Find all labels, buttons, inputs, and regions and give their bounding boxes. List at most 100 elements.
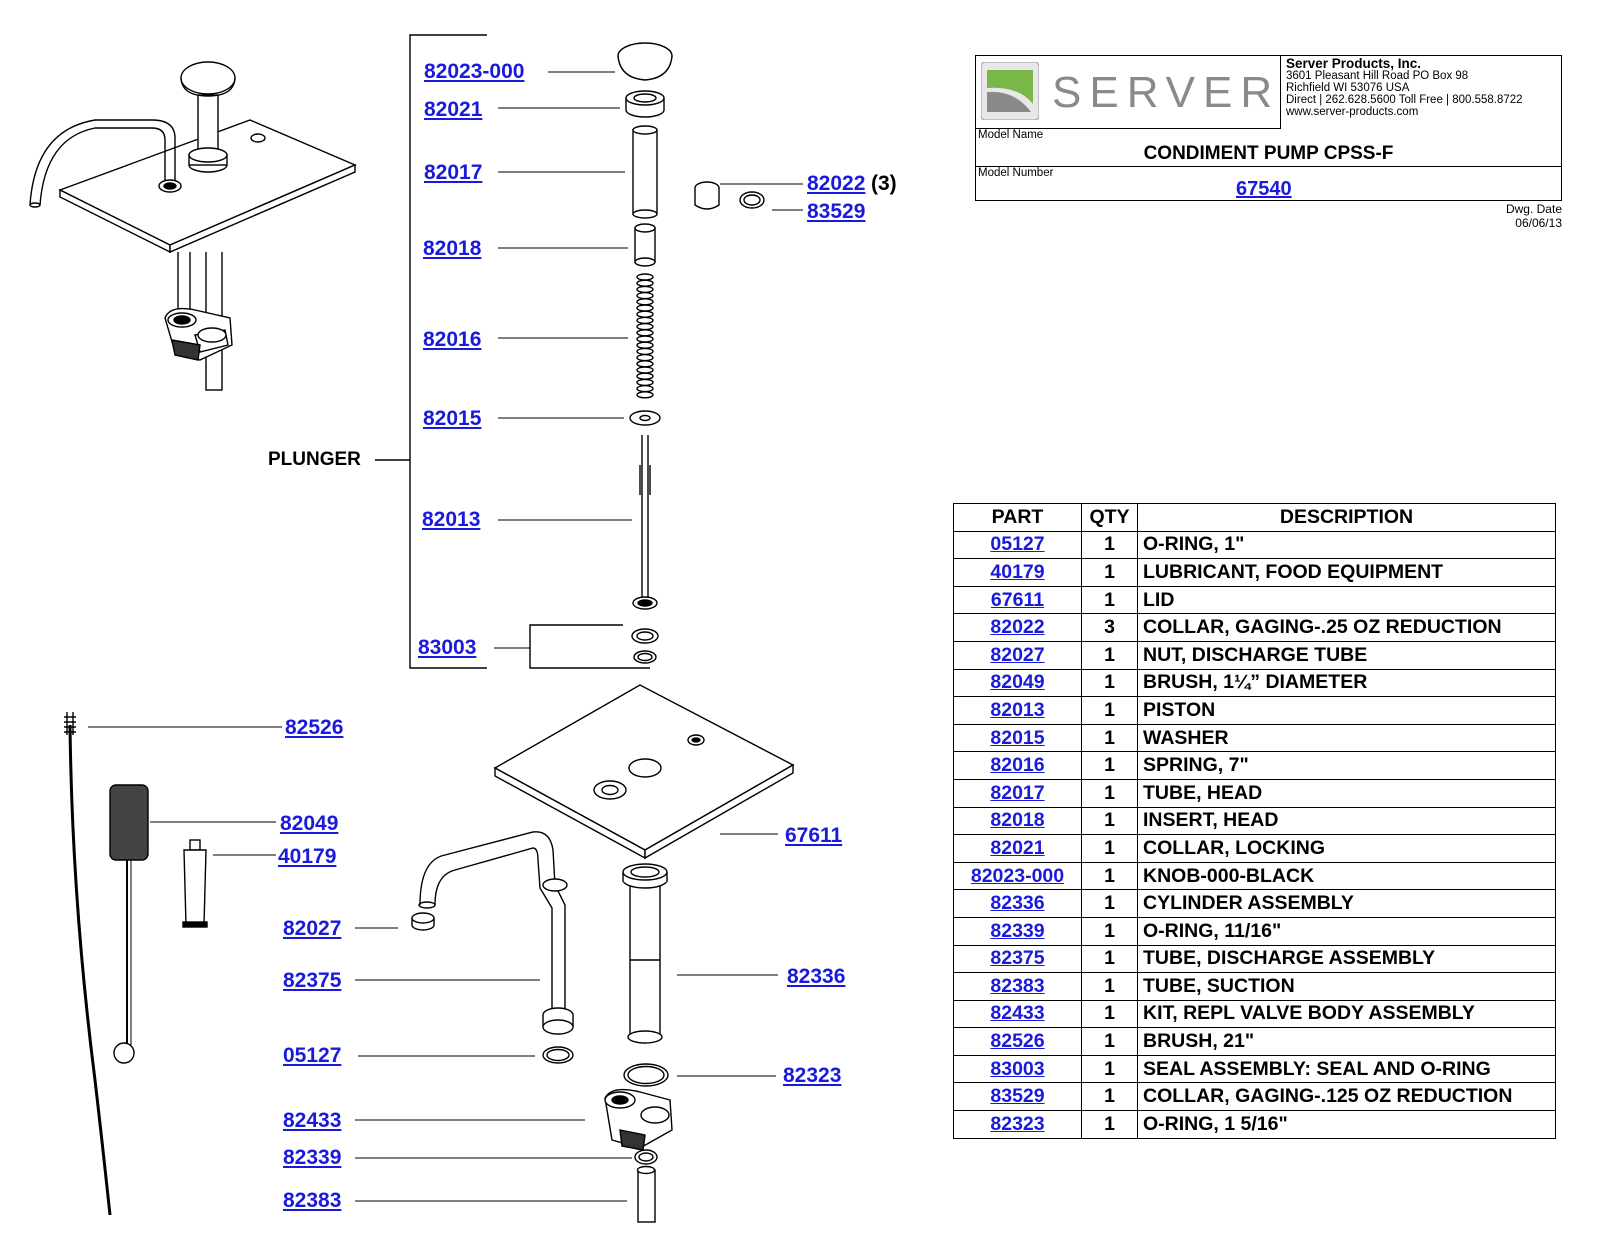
part-number-cell: 82023-000 [953, 861, 1082, 891]
description-cell: TUBE, HEAD [1137, 778, 1556, 808]
callout-83003[interactable]: 83003 [418, 636, 477, 659]
part-number-link[interactable]: 82016 [990, 754, 1045, 777]
part-number-link[interactable]: 82018 [990, 809, 1045, 832]
part-number-link[interactable]: 82013 [990, 698, 1045, 721]
part-number-link[interactable]: 82375 [990, 947, 1045, 970]
description-cell: KIT, REPL VALVE BODY ASSEMBLY [1137, 999, 1556, 1029]
description-cell: COLLAR, LOCKING [1137, 834, 1556, 863]
company-address-2: Richfield WI 53076 USA [1286, 82, 1410, 94]
part-number-link[interactable]: 82027 [990, 643, 1045, 666]
callout-82375[interactable]: 82375 [283, 969, 342, 992]
part-number-link[interactable]: 67611 [990, 588, 1045, 611]
callout-82023-000[interactable]: 82023-000 [424, 60, 525, 83]
model-number-link[interactable]: 67540 [1236, 178, 1292, 200]
qty-cell: 1 [1081, 558, 1138, 587]
model-number-label: Model Number [978, 167, 1054, 179]
callout-82022[interactable]: 82022 [807, 172, 866, 195]
callout-40179[interactable]: 40179 [278, 845, 337, 868]
callout-82018[interactable]: 82018 [423, 237, 482, 260]
drawing-date-label: Dwg. Date [1505, 202, 1562, 216]
callout-82383[interactable]: 82383 [283, 1189, 342, 1212]
callout-82339[interactable]: 82339 [283, 1146, 342, 1169]
description-cell: O-RING, 11/16" [1137, 916, 1556, 946]
part-number-link[interactable]: 82022 [990, 616, 1045, 639]
model-name-row: Model Name CONDIMENT PUMP CPSS-F [976, 129, 1561, 167]
callout-82017[interactable]: 82017 [424, 161, 483, 184]
part-number-link[interactable]: 82339 [990, 919, 1045, 942]
part-number-link[interactable]: 82049 [990, 671, 1045, 694]
part-number-link[interactable]: 82023-000 [970, 864, 1065, 887]
callout-82336[interactable]: 82336 [787, 965, 846, 988]
callout-82323[interactable]: 82323 [783, 1064, 842, 1087]
part-number-link[interactable]: 82336 [990, 892, 1045, 915]
description-cell: NUT, DISCHARGE TUBE [1137, 640, 1556, 670]
part-number-cell: 82433 [953, 999, 1082, 1029]
brand-logo-cell: SERVER [976, 56, 1281, 129]
part-number-link[interactable]: 83003 [990, 1057, 1045, 1080]
callout-82015[interactable]: 82015 [423, 407, 482, 430]
qty-cell: 1 [1081, 999, 1138, 1029]
part-number-cell: 82526 [953, 1027, 1082, 1056]
qty-cell: 1 [1081, 834, 1138, 863]
callout-82027[interactable]: 82027 [283, 917, 342, 940]
description-cell: COLLAR, GAGING-.125 OZ REDUCTION [1137, 1082, 1556, 1112]
part-number-link[interactable]: 82015 [990, 726, 1045, 749]
callout-82013[interactable]: 82013 [422, 508, 481, 531]
description-cell: BRUSH, 1¼” DIAMETER [1137, 668, 1556, 698]
model-name-value: CONDIMENT PUMP CPSS-F [1143, 143, 1394, 164]
part-number-cell: 82027 [953, 640, 1082, 670]
qty-cell: 1 [1081, 723, 1138, 753]
description-cell: TUBE, DISCHARGE ASSEMBLY [1137, 944, 1556, 974]
callout-05127[interactable]: 05127 [283, 1044, 342, 1067]
brush-21-illustration [64, 712, 112, 1216]
callout-82433[interactable]: 82433 [283, 1109, 342, 1132]
description-cell: SEAL ASSEMBLY: SEAL AND O-RING [1137, 1054, 1556, 1084]
part-number-link[interactable]: 40179 [990, 560, 1045, 583]
part-number-link[interactable]: 82383 [990, 974, 1045, 997]
part-number-link[interactable]: 82021 [990, 836, 1045, 859]
callout-83529[interactable]: 83529 [807, 200, 866, 223]
title-block: SERVER Server Products, Inc. 3601 Pleasa… [975, 55, 1562, 201]
plunger-bracket [409, 34, 487, 669]
callout-82526[interactable]: 82526 [285, 716, 344, 739]
part-number-link[interactable]: 82433 [990, 1002, 1045, 1025]
callout-67611[interactable]: 67611 [785, 824, 843, 847]
part-number-cell: 82017 [953, 778, 1082, 808]
part-number-cell: 82015 [953, 723, 1082, 753]
callout-82016[interactable]: 82016 [423, 328, 482, 351]
assembled-pump-illustration [29, 61, 357, 391]
qty-cell: 3 [1081, 613, 1138, 642]
callout-82049[interactable]: 82049 [280, 812, 339, 835]
company-website: www.server-products.com [1286, 106, 1419, 118]
callout-82022-qty: (3) [871, 172, 897, 195]
qty-cell: 1 [1081, 530, 1138, 560]
part-number-link[interactable]: 82526 [990, 1030, 1045, 1053]
qty-cell: 1 [1081, 806, 1138, 836]
qty-cell: 1 [1081, 972, 1138, 1001]
description-cell: LUBRICANT, FOOD EQUIPMENT [1137, 558, 1556, 587]
part-number-link[interactable]: 82323 [990, 1112, 1045, 1135]
qty-cell: 1 [1081, 696, 1138, 725]
part-number-link[interactable]: 05127 [990, 533, 1045, 556]
lubricant-tube-illustration [182, 839, 208, 928]
model-name-label: Model Name [978, 129, 1044, 141]
company-phone: Direct | 262.628.5600 Toll Free | 800.55… [1286, 94, 1523, 106]
description-cell: INSERT, HEAD [1137, 806, 1556, 836]
qty-cell: 1 [1081, 1110, 1138, 1139]
part-number-link[interactable]: 82017 [990, 781, 1045, 804]
callout-82021[interactable]: 82021 [424, 98, 483, 121]
part-number-cell: 82383 [953, 972, 1082, 1001]
part-number-link[interactable]: 83529 [990, 1085, 1045, 1108]
